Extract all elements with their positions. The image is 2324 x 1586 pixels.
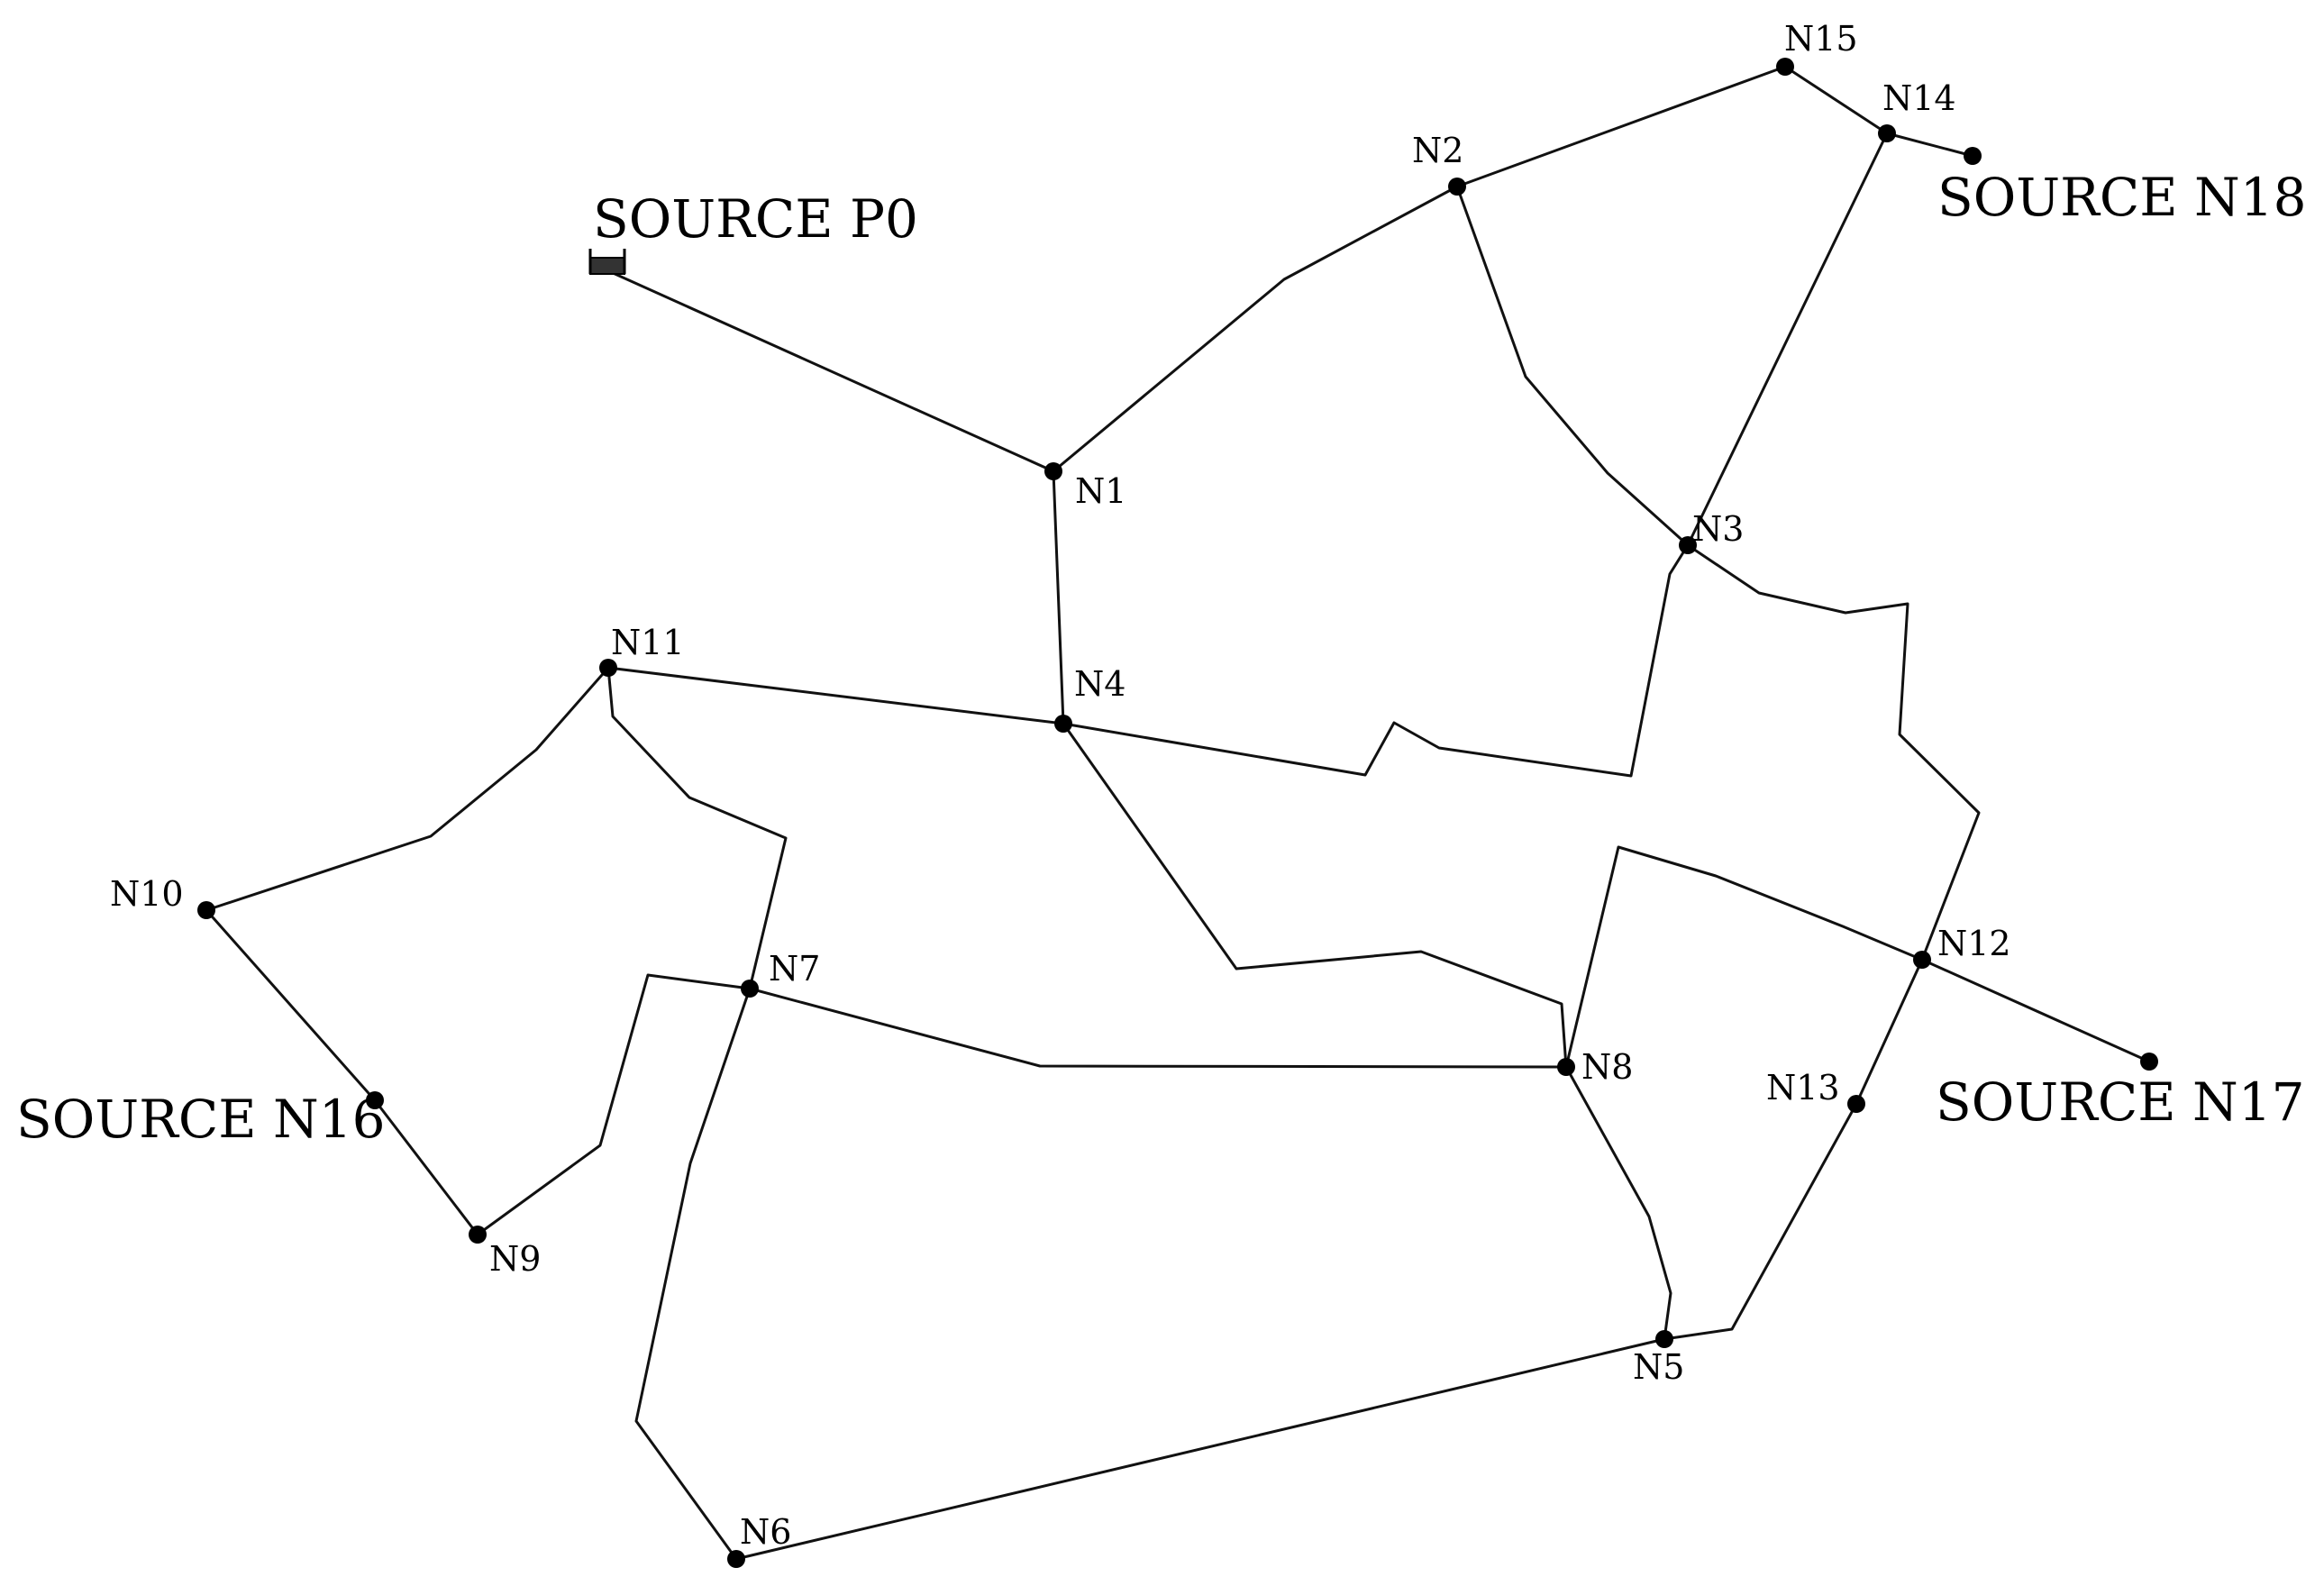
node-n15	[1776, 58, 1794, 76]
pipe-n7-n6	[634, 987, 752, 1561]
label-n1: N1	[1075, 471, 1126, 511]
pipe-n11-n7	[606, 666, 788, 990]
label-n9: N9	[489, 1239, 541, 1279]
label-n4: N4	[1074, 664, 1126, 704]
pipe-n8-n5	[1564, 1065, 1672, 1341]
label-source-n17: SOURCE N17	[1936, 1071, 2305, 1133]
pipe-n16-n9	[373, 1098, 479, 1236]
pipe-n1-n2	[1052, 185, 1459, 473]
pipe-n3-n4	[1062, 543, 1690, 778]
pipe-n12-n17	[1920, 958, 2151, 1063]
pipe-n14-n3	[1686, 132, 1889, 547]
label-n8: N8	[1581, 1047, 1633, 1087]
node-n7	[741, 980, 759, 998]
source-labels: SOURCE P0 SOURCE N16 SOURCE N17 SOURCE N…	[16, 167, 2307, 1150]
node-n5	[1655, 1330, 1673, 1348]
label-n10: N10	[110, 874, 184, 914]
tank-icon	[588, 249, 626, 275]
pipe-n13-n12	[1855, 958, 1924, 1106]
pipe-n3-n12	[1686, 543, 1981, 962]
node-n8	[1557, 1058, 1575, 1076]
pipe-n15-n14	[1783, 65, 1889, 135]
pipe-n1-n4	[1052, 469, 1065, 725]
node-n17	[2140, 1053, 2158, 1071]
node-n16	[366, 1091, 384, 1109]
pipe-n11-n10	[205, 666, 610, 912]
pipes	[205, 65, 2151, 1561]
pipe-n2-n3	[1455, 185, 1690, 547]
node-n6	[727, 1550, 745, 1568]
label-n3: N3	[1692, 509, 1744, 549]
node-n14	[1878, 124, 1896, 142]
label-n11: N11	[611, 623, 685, 662]
node-n10	[197, 901, 215, 919]
node-n12	[1913, 951, 1931, 969]
pipe-n14-n18	[1885, 132, 1974, 158]
label-n6: N6	[740, 1512, 791, 1552]
label-source-n18: SOURCE N18	[1937, 167, 2307, 228]
label-n2: N2	[1412, 131, 1463, 170]
node-n2	[1448, 178, 1466, 196]
pipe-n4-n8	[1062, 722, 1568, 1069]
pipe-n11-n4	[606, 666, 1065, 725]
node-n4	[1054, 715, 1072, 733]
label-source-n16: SOURCE N16	[16, 1089, 386, 1150]
pipe-p0-n1	[609, 270, 1055, 473]
label-source-p0: SOURCE P0	[593, 188, 918, 250]
label-n5: N5	[1633, 1347, 1684, 1387]
pipe-n5-n13	[1663, 1102, 1858, 1341]
pipe-n7-n8	[748, 987, 1568, 1069]
label-n7: N7	[769, 949, 820, 989]
node-n13	[1847, 1095, 1865, 1113]
pipe-n8-n12	[1564, 845, 1924, 1069]
node-n11	[599, 659, 617, 677]
nodes	[197, 58, 2158, 1568]
node-n1	[1044, 462, 1062, 480]
label-n13: N13	[1766, 1068, 1840, 1107]
pipe-n10-n16	[205, 908, 377, 1102]
node-n3	[1679, 536, 1697, 554]
label-n15: N15	[1784, 19, 1858, 59]
node-n9	[469, 1226, 487, 1244]
node-n18	[1964, 147, 1982, 165]
pipe-n6-n5	[734, 1337, 1666, 1561]
pipe-n2-n15	[1455, 65, 1787, 188]
label-n14: N14	[1882, 78, 1956, 118]
label-n12: N12	[1937, 924, 2011, 963]
pipe-n9-n7	[476, 973, 752, 1236]
node-labels: N1 N2 N3 N4 N5 N6 N7 N8 N9 N10 N11 N12 N…	[110, 19, 2011, 1552]
